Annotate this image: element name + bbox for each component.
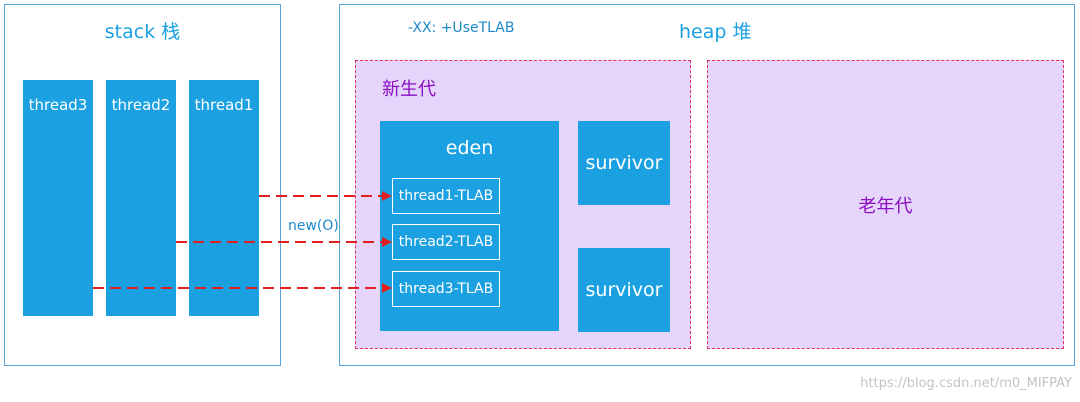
- new-object-label: new(O): [288, 218, 339, 234]
- thread1-bar: thread1: [189, 80, 259, 316]
- stack-title: stack 栈: [104, 21, 181, 43]
- thread3-tlab: thread3-TLAB: [392, 271, 500, 307]
- heap-title: heap 堆: [679, 21, 752, 43]
- tlab-option-label: -XX: +UseTLAB: [408, 20, 515, 36]
- old-generation: [707, 60, 1064, 349]
- survivor-space-2: survivor: [578, 248, 670, 332]
- eden-label: eden: [445, 137, 494, 159]
- thread2-tlab: thread2-TLAB: [392, 224, 500, 260]
- thread2-bar: thread2: [106, 80, 176, 316]
- watermark: https://blog.csdn.net/m0_MIFPAY: [860, 376, 1072, 391]
- survivor-space-1: survivor: [578, 121, 670, 205]
- eden-space: [380, 121, 559, 331]
- thread1-tlab: thread1-TLAB: [392, 178, 500, 214]
- old-generation-label: 老年代: [858, 196, 913, 217]
- thread3-bar: thread3: [23, 80, 93, 316]
- young-generation-label: 新生代: [382, 79, 436, 100]
